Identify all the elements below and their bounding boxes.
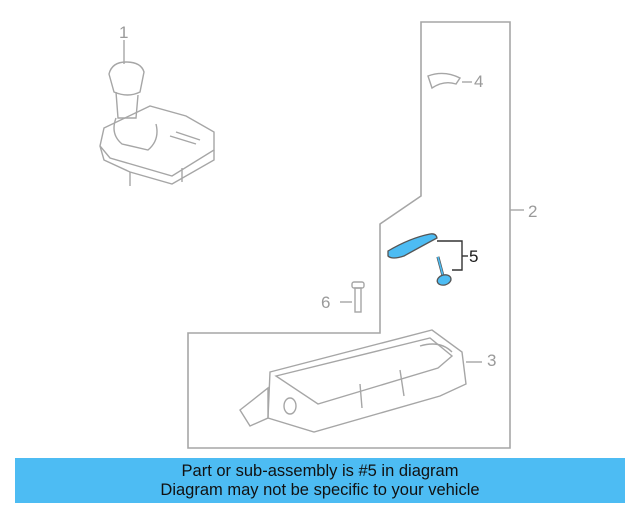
console-outline [187,21,511,449]
callout-2: 2 [528,202,538,221]
callout-bracket-5 [437,240,468,271]
clip-part-4 [427,72,472,90]
callout-4: 4 [474,72,484,91]
callout-3: 3 [487,351,497,370]
shifter-assembly-part [99,40,215,186]
callout-6: 6 [321,293,331,312]
banner-line-1: Part or sub-assembly is #5 in diagram [181,462,459,480]
callout-1: 1 [119,23,129,42]
tray-part-3 [239,329,482,433]
info-banner: Part or sub-assembly is #5 in diagram Di… [15,458,625,503]
bolt-part-6 [340,281,365,313]
highlighted-part-5 [387,233,452,286]
callout-5: 5 [469,247,479,266]
banner-line-2: Diagram may not be specific to your vehi… [160,481,480,499]
parts-diagram [99,21,524,449]
